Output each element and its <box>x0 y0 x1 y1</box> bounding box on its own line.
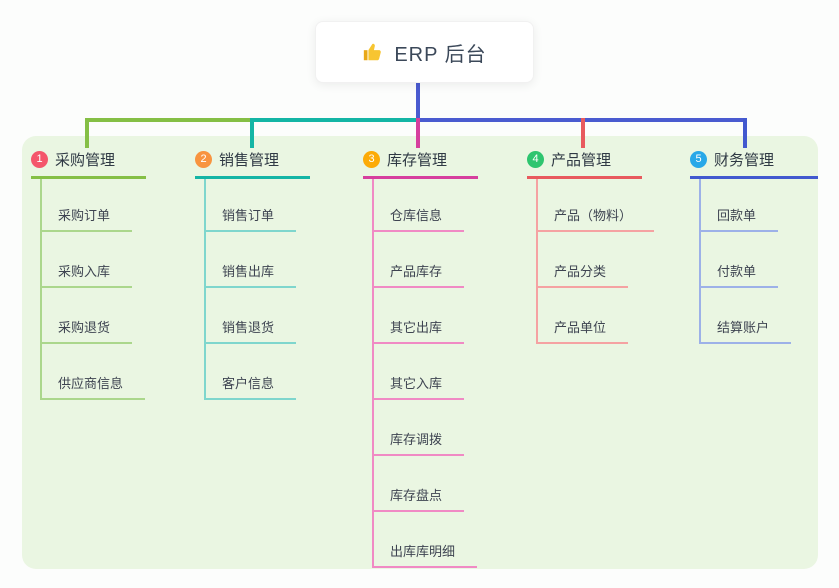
branch-children: 仓库信息产品库存其它出库其它入库库存调拨库存盘点出库库明细 <box>372 179 478 568</box>
child-node[interactable]: 库存盘点 <box>374 456 465 512</box>
child-node[interactable]: 产品（物料） <box>538 179 655 232</box>
root-connector-line <box>416 81 420 118</box>
child-node[interactable]: 结算账户 <box>701 288 792 344</box>
child-node-label: 结算账户 <box>717 320 770 335</box>
branch-label: 库存管理 <box>387 151 448 169</box>
thumbs-up-icon <box>362 41 384 63</box>
branch-number-badge: 5 <box>690 150 707 168</box>
child-node-label: 产品库存 <box>390 264 443 279</box>
child-node-label: 采购入库 <box>58 264 111 279</box>
bus-line-segment <box>87 118 252 122</box>
branch-children: 回款单付款单结算账户 <box>699 179 792 344</box>
child-node-label: 其它入库 <box>390 376 443 391</box>
branch-1: 1 采购管理采购订单采购入库采购退货供应商信息 <box>31 145 146 400</box>
child-node-label: 客户信息 <box>222 376 275 391</box>
branch-drop-line <box>416 118 420 148</box>
child-node[interactable]: 付款单 <box>701 232 779 288</box>
child-node[interactable]: 其它出库 <box>374 288 465 344</box>
branch-4: 4 产品管理产品（物料） 产品分类产品单位 <box>527 145 655 344</box>
branches-panel <box>22 136 818 569</box>
child-node-label: 产品单位 <box>554 320 607 335</box>
child-node-label: 采购退货 <box>58 320 111 335</box>
child-node[interactable]: 其它入库 <box>374 344 465 400</box>
branch-label: 财务管理 <box>714 151 775 169</box>
child-node-label: 销售退货 <box>222 320 275 335</box>
branch-node[interactable]: 2 销售管理 <box>195 145 310 179</box>
child-node-label: 仓库信息 <box>390 208 443 223</box>
branch-number-badge: 1 <box>31 150 48 168</box>
branch-node[interactable]: 5 财务管理 <box>690 145 818 179</box>
child-node[interactable]: 产品分类 <box>538 232 629 288</box>
child-node-label: 采购订单 <box>58 208 111 223</box>
child-node[interactable]: 库存调拨 <box>374 400 465 456</box>
child-node[interactable]: 客户信息 <box>206 344 297 400</box>
branch-2: 2 销售管理销售订单销售出库销售退货客户信息 <box>195 145 310 400</box>
child-node-label: 其它出库 <box>390 320 443 335</box>
child-node[interactable]: 回款单 <box>701 179 779 232</box>
child-node[interactable]: 采购入库 <box>42 232 133 288</box>
branch-drop-line <box>743 118 747 148</box>
child-node[interactable]: 销售订单 <box>206 179 297 232</box>
root-node-label: ERP 后台 <box>394 43 487 66</box>
child-node-label: 回款单 <box>717 208 757 223</box>
branch-label: 采购管理 <box>55 151 116 169</box>
branch-drop-line <box>581 118 585 148</box>
branch-drop-line <box>250 118 254 148</box>
child-node[interactable]: 产品单位 <box>538 288 629 344</box>
child-node[interactable]: 销售退货 <box>206 288 297 344</box>
child-node-label: 供应商信息 <box>58 376 124 391</box>
branch-5: 5 财务管理回款单付款单结算账户 <box>690 145 818 344</box>
branch-children: 销售订单销售出库销售退货客户信息 <box>204 179 297 400</box>
branch-number-badge: 2 <box>195 150 212 168</box>
branch-number-badge: 4 <box>527 150 544 168</box>
branch-children: 采购订单采购入库采购退货供应商信息 <box>40 179 146 400</box>
child-node-label: 付款单 <box>717 264 757 279</box>
child-node-label: 销售出库 <box>222 264 275 279</box>
branch-children: 产品（物料） 产品分类产品单位 <box>536 179 655 344</box>
child-node[interactable]: 供应商信息 <box>42 344 146 400</box>
child-node-label: 销售订单 <box>222 208 275 223</box>
branch-3: 3 库存管理仓库信息产品库存其它出库其它入库库存调拨库存盘点出库库明细 <box>363 145 478 568</box>
branch-number-badge: 3 <box>363 150 380 168</box>
bus-line-segment <box>252 118 418 122</box>
child-node[interactable]: 出库库明细 <box>374 512 478 568</box>
child-node-label: 产品（物料） <box>554 208 633 223</box>
child-node-label: 出库库明细 <box>390 544 456 559</box>
child-node[interactable]: 销售出库 <box>206 232 297 288</box>
child-node-label: 库存盘点 <box>390 488 443 503</box>
branch-label: 销售管理 <box>219 151 280 169</box>
branch-node[interactable]: 4 产品管理 <box>527 145 642 179</box>
root-node[interactable]: ERP 后台 <box>315 21 534 83</box>
branch-node[interactable]: 3 库存管理 <box>363 145 478 179</box>
child-node[interactable]: 仓库信息 <box>374 179 465 232</box>
child-node[interactable]: 采购退货 <box>42 288 133 344</box>
branch-drop-line <box>85 118 89 148</box>
branch-label: 产品管理 <box>551 151 612 169</box>
child-node[interactable]: 采购订单 <box>42 179 133 232</box>
child-node-label: 库存调拨 <box>390 432 443 447</box>
child-node-label: 产品分类 <box>554 264 607 279</box>
child-node[interactable]: 产品库存 <box>374 232 465 288</box>
branch-node[interactable]: 1 采购管理 <box>31 145 146 179</box>
